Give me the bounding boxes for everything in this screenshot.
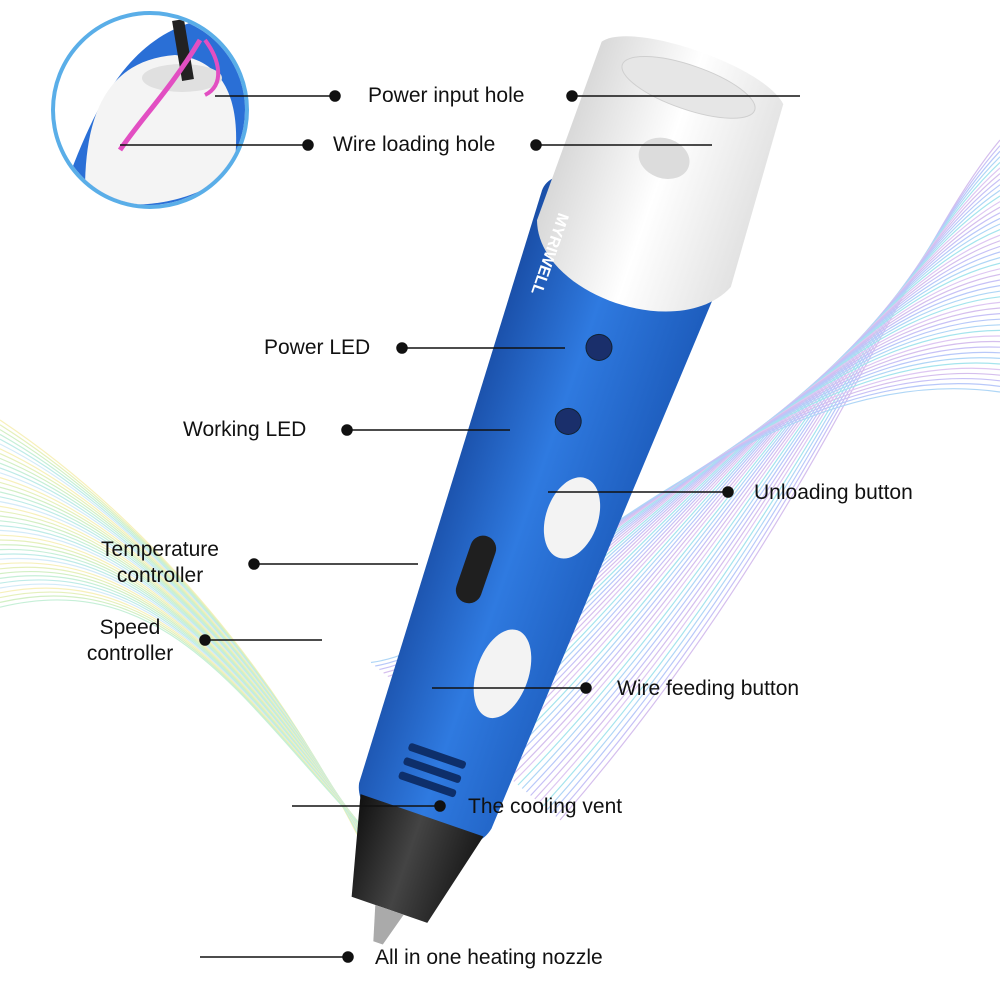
swirl-line [0,457,367,844]
temperature-controller[interactable] [452,532,499,607]
nozzle-tip [373,904,404,945]
wire-loading-hole-marker [638,137,690,180]
swirl-line [500,217,1000,772]
swirl-line [513,201,1000,782]
label-temperature-controller-line2: controller [116,564,204,587]
power-led [585,333,613,361]
label-temperature-controller: Temperature controller [90,537,230,589]
pen-body [359,173,732,848]
cap-top-opening [621,56,756,119]
swirl-line [530,178,1000,796]
swirl-line [538,167,1000,803]
swirl-line [534,173,1000,800]
label-wire-loading-hole: Wire loading hole [333,133,496,156]
inset-closeup [51,11,249,209]
decorative-filament-swirls-left [0,419,392,857]
swirl-line [542,161,1000,807]
swirl-line [504,212,1000,775]
swirl-line [559,139,1000,821]
swirl-line [509,206,1000,779]
cooling-vent [398,743,467,798]
swirl-line [492,229,1000,765]
swirl-line [484,240,1000,758]
swirl-line [0,599,392,857]
label-working-led: Working LED [183,418,307,441]
label-speed-controller: Speed controller [78,615,182,667]
3d-pen: MYRIWELL [351,36,784,945]
swirl-line [0,453,367,844]
swirl-line [546,156,1000,810]
swirl-line [0,448,366,843]
label-heating-nozzle: All in one heating nozzle [375,946,603,969]
swirl-line [475,251,1000,751]
swirl-line [496,223,1000,768]
label-unloading-button: Unloading button [754,481,913,504]
label-power-led: Power LED [264,336,371,359]
label-wire-feeding-button: Wire feeding button [617,677,800,700]
swirl-line [555,145,1000,817]
swirl-line [479,245,1000,754]
label-cooling-vent: The cooling vent [468,795,623,818]
swirl-line [517,195,1000,786]
heating-nozzle [351,794,484,923]
working-led [554,407,582,435]
label-speed-controller-line1: Speed [99,616,161,639]
leader-lines [120,90,800,963]
unloading-button[interactable] [534,470,611,566]
wire-feeding-button[interactable] [463,622,542,726]
swirl-line [551,150,1000,814]
swirl-line [525,184,1000,793]
label-temperature-controller-line1: Temperature [101,538,219,561]
swirl-line [521,189,1000,789]
label-power-input-hole: Power input hole [368,84,525,107]
swirl-line [0,462,368,844]
swirl-line [488,234,1000,761]
label-speed-controller-line2: controller [86,642,174,665]
